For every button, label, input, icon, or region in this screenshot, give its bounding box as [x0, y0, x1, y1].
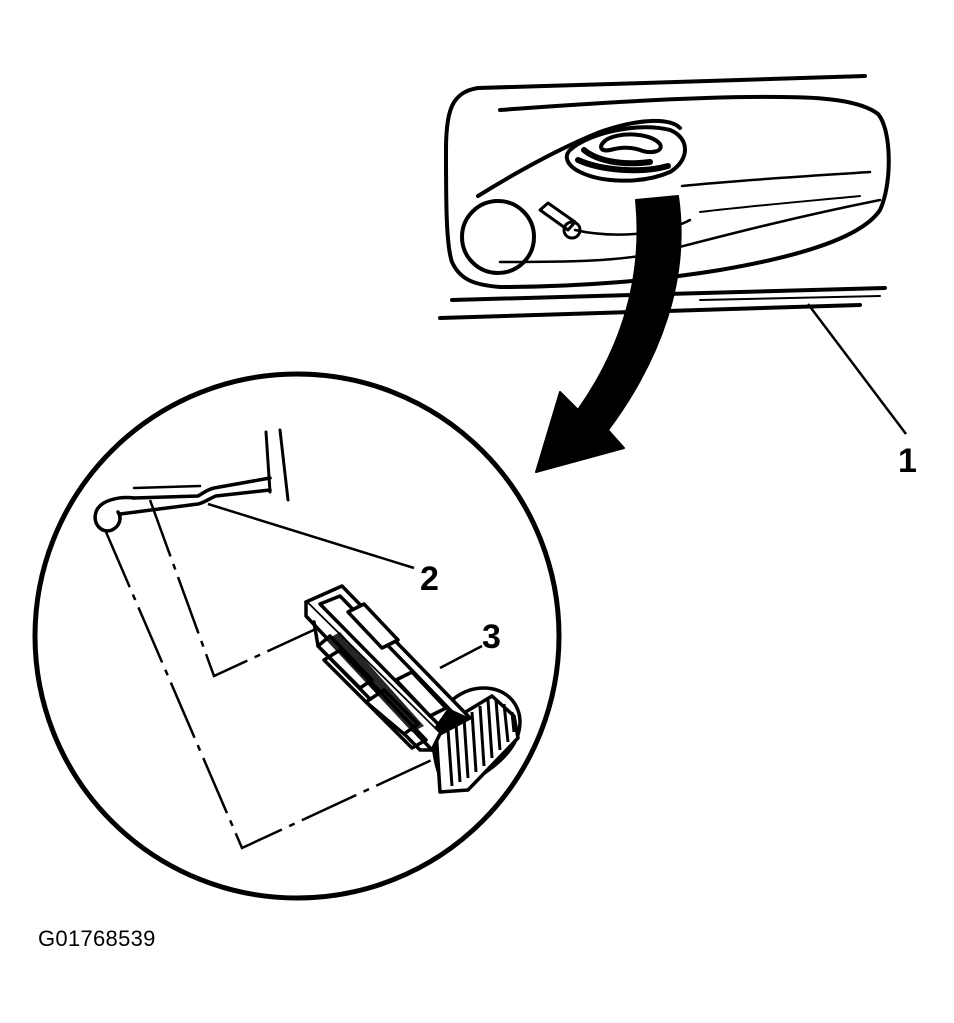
leader-line-3 — [439, 644, 483, 670]
leader-line-2 — [207, 502, 415, 570]
handle-ribs — [446, 699, 516, 787]
actuator-rod — [93, 428, 290, 533]
callout-3-label: 3 — [482, 618, 501, 656]
handle-bezel — [304, 584, 522, 794]
leader-line-1 — [807, 303, 907, 435]
detail-magnifier-circle — [32, 371, 562, 901]
curved-arrow — [535, 195, 682, 473]
bezel-lower-shadow — [326, 632, 424, 732]
alignment-lines — [104, 499, 437, 850]
figure-id: G01768539 — [38, 926, 156, 951]
door-trim-panel — [438, 74, 891, 320]
callout-2-label: 2 — [420, 560, 439, 598]
callout-1-label: 1 — [898, 442, 917, 480]
speaker-circle — [460, 199, 536, 275]
bezel-edge-shadow — [434, 708, 470, 734]
